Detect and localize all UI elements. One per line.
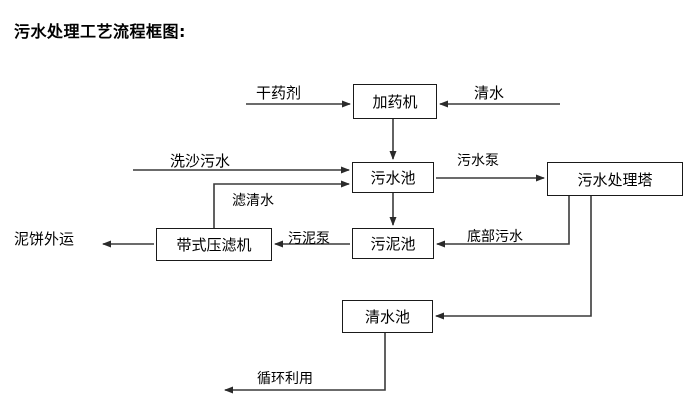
terminal-label-sand-wash-water: 洗沙污水 xyxy=(170,152,231,170)
node-label-belt-filter-press: 带式压滤机 xyxy=(176,236,252,254)
terminal-label-mud-cake-out: 泥饼外运 xyxy=(14,230,75,248)
page-title: 污水处理工艺流程框图: xyxy=(14,22,186,41)
node-treatment-tower[interactable]: 污水处理塔 xyxy=(547,162,683,196)
node-label-treatment-tower: 污水处理塔 xyxy=(577,170,653,189)
edge-label-recycle-reuse: 循环利用 xyxy=(257,371,313,387)
edge-label-sludge-pump: 污泥泵 xyxy=(288,231,330,247)
edge-label-filtered-clear-water: 滤清水 xyxy=(232,193,274,209)
node-belt-filter-press[interactable]: 带式压滤机 xyxy=(156,228,272,261)
node-sludge-pool[interactable]: 污泥池 xyxy=(352,228,434,259)
edge-label-wastewater-pump: 污水泵 xyxy=(457,153,499,169)
terminal-label-dry-chemical: 干药剂 xyxy=(256,84,302,102)
node-wastewater-pool[interactable]: 污水池 xyxy=(352,162,434,193)
node-label-sludge-pool: 污泥池 xyxy=(370,235,416,253)
wire-tower-to-clear-water-pool xyxy=(435,196,592,320)
edge-label-bottom-wastewater: 底部污水 xyxy=(467,229,523,245)
node-label-clear-water-pool: 清水池 xyxy=(364,308,410,326)
node-label-dosing-machine: 加药机 xyxy=(372,93,418,111)
terminal-label-clean-water: 清水 xyxy=(474,84,505,102)
node-label-wastewater-pool: 污水池 xyxy=(370,169,416,187)
wire-clear-water-pool-to-recycle xyxy=(224,333,386,394)
wire-tower-to-sludge-pool xyxy=(436,196,570,248)
node-dosing-machine[interactable]: 加药机 xyxy=(353,84,437,119)
node-clear-water-pool[interactable]: 清水池 xyxy=(342,300,433,333)
wire-filtered-water-to-wastewater-pool xyxy=(213,180,350,228)
